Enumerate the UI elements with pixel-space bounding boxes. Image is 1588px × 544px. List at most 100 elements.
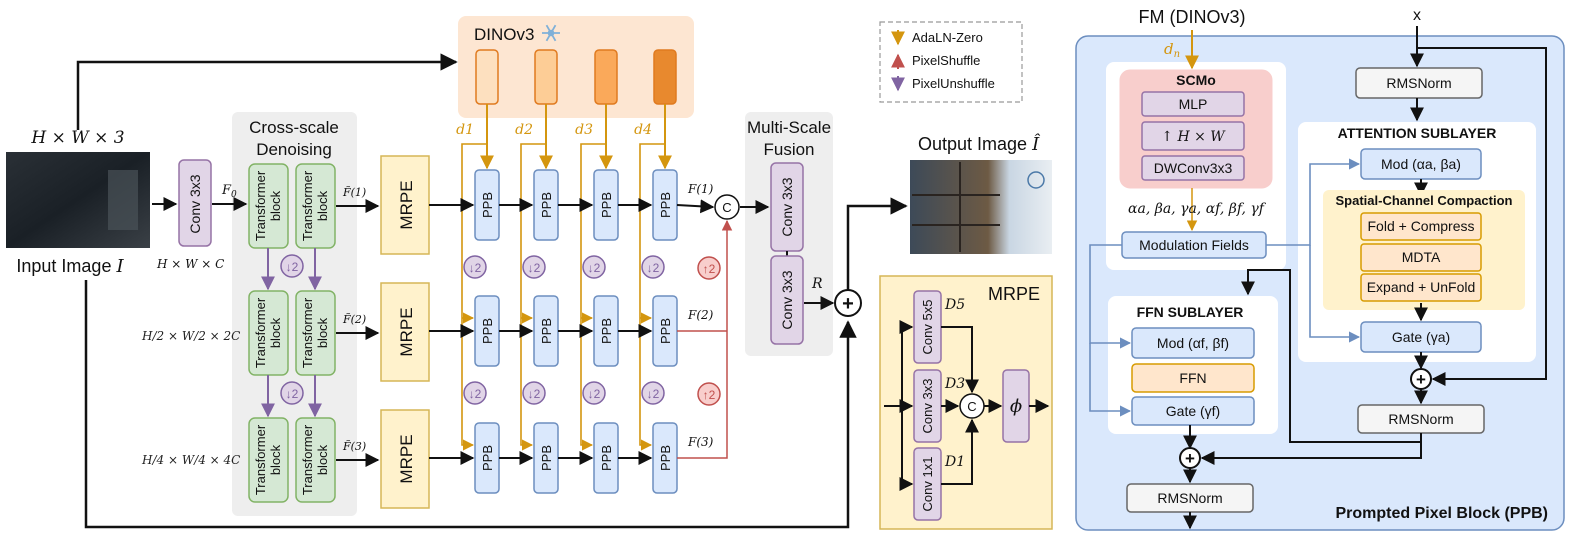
downsample-label: ↓2	[286, 260, 299, 274]
attn-add-symbol: +	[1416, 370, 1426, 389]
mrpe-label: MRPE	[397, 307, 416, 356]
ppb-downsample-label: ↓2	[588, 261, 601, 275]
dinov3-feature-column	[534, 49, 558, 105]
output-image-shelves	[912, 162, 1000, 252]
rmsnorm-top-label: RMSNorm	[1386, 75, 1451, 91]
mrpe-conv-label: Conv 5x5	[920, 300, 935, 355]
ppb-downsample-label: ↓2	[647, 261, 660, 275]
cross-scale-title-2: Denoising	[256, 140, 332, 159]
transformer-label: Transformerblock	[253, 424, 283, 495]
scmo-item-box	[1141, 91, 1245, 117]
upsample-label: ↑2	[703, 262, 716, 276]
transformer-label: Transformerblock	[300, 297, 330, 368]
dinov3-feature-column	[594, 49, 618, 105]
residual-label: R	[811, 276, 823, 292]
f1-to-concat-arrow	[676, 199, 715, 214]
upsample-badge	[697, 256, 721, 280]
mrpe-conv-label: Conv 3x3	[920, 379, 935, 434]
transformer-block	[248, 417, 289, 503]
downsample-badge	[280, 381, 304, 405]
scale-label-2: H/2 × W/2 × 2C	[141, 329, 240, 343]
scmo-item-box	[1141, 121, 1245, 151]
global-residual-arrow	[84, 280, 857, 529]
dino-d-label: d1	[456, 122, 474, 138]
scc-item-label: Expand + UnFold	[1367, 279, 1476, 295]
input-to-dino-arrow	[76, 53, 458, 130]
mrpe-concat-symbol: C	[967, 399, 976, 414]
rmsnorm-mid-label: RMSNorm	[1388, 411, 1453, 427]
ffn-label: FFN	[1179, 370, 1206, 386]
transformer-label: Transformerblock	[300, 170, 330, 241]
ffn-gate-box	[1131, 396, 1255, 426]
ppb-downsample-label: ↓2	[588, 387, 601, 401]
fusion-title-2: Fusion	[763, 140, 814, 159]
ppb-downsample-badge	[463, 255, 487, 279]
modulation-fields-label: Modulation Fields	[1139, 237, 1249, 253]
transformer-label: Transformerblock	[300, 424, 330, 495]
fusion-conv-b	[770, 255, 804, 345]
dino-d-label: d4	[634, 122, 652, 138]
ppb-caption: Prompted Pixel Block (PPB)	[1336, 505, 1549, 522]
ppb-downsample-badge	[522, 255, 546, 279]
ppb-downsample-label: ↓2	[469, 387, 482, 401]
mrpe-d5-arrow	[941, 326, 979, 394]
ppb-grid: PPB↓2PPB↓2PPBPPB↓2PPB↓2PPBPPB↓2PPB↓2PPBP…	[429, 104, 733, 494]
add-to-output-arrow	[846, 197, 908, 290]
fm-label: FM (DINOv3)	[1139, 7, 1246, 27]
scc-item-label: MDTA	[1402, 249, 1441, 265]
ppb-downsample-badge	[582, 255, 606, 279]
pyramid-output-label: F(2)	[687, 308, 714, 322]
ppb-label: PPB	[480, 192, 495, 218]
dinov3-title: DINOv3	[474, 25, 534, 44]
dino-branch-arrow	[580, 143, 606, 451]
scc-item-box	[1360, 212, 1482, 241]
ffn-title: FFN SUBLAYER	[1137, 304, 1244, 320]
scc-title: Spatial-Channel Compaction	[1336, 193, 1513, 208]
scc-item-box	[1360, 273, 1482, 302]
dinov3-feature-column	[653, 49, 677, 105]
scale-label-3: H/4 × W/4 × 4C	[141, 453, 240, 467]
ppb-label: PPB	[658, 318, 673, 344]
ppb-downsample-label: ↓2	[528, 387, 541, 401]
concat-node	[714, 194, 740, 220]
dino-d-label: d3	[575, 122, 593, 138]
scmo-item-box	[1141, 155, 1245, 181]
ppb-label: PPB	[658, 192, 673, 218]
mrpe-phi-label: ϕ	[1010, 396, 1022, 417]
ppb-downsample-badge	[582, 381, 606, 405]
ppb-downsample-label: ↓2	[647, 387, 660, 401]
legend-label: PixelShuffle	[912, 53, 980, 68]
attn-gate-label: Gate (γa)	[1392, 329, 1450, 345]
output-image-clock	[1027, 171, 1045, 189]
ppb-downsample-badge	[522, 381, 546, 405]
transformer-block	[295, 417, 336, 503]
mrpe-block	[380, 409, 430, 509]
pyramid-output-label: F(1)	[687, 182, 714, 196]
dinov3-panel	[458, 16, 694, 118]
ppb-label: PPB	[539, 318, 554, 344]
upsample-label: ↑2	[703, 388, 716, 402]
ppb-label: PPB	[599, 445, 614, 471]
downsample-badge	[280, 254, 304, 278]
input-image-highlight	[108, 170, 138, 230]
ppb-downsample-badge	[641, 381, 665, 405]
mod-to-attn-mod-arrow	[1266, 158, 1361, 246]
scc-item-box	[1360, 243, 1482, 272]
fusion-conv-a-label: Conv 3x3	[779, 177, 795, 236]
mrpe-label: MRPE	[397, 434, 416, 483]
dino-branch-arrow	[461, 143, 487, 451]
rmsnorm-bottom-label: RMSNorm	[1157, 490, 1222, 506]
mrpe-conv-label: Conv 1x1	[920, 457, 935, 512]
output-add-symbol: +	[842, 293, 854, 315]
upsample-badge	[697, 382, 721, 406]
ffn-gate-label: Gate (γf)	[1166, 403, 1220, 419]
mrpe-d-label: D3	[944, 376, 965, 392]
attn-skip-arrow	[1417, 47, 1547, 386]
feature-label: F̃(2)	[342, 313, 366, 326]
dn-label: dn	[1164, 40, 1180, 60]
